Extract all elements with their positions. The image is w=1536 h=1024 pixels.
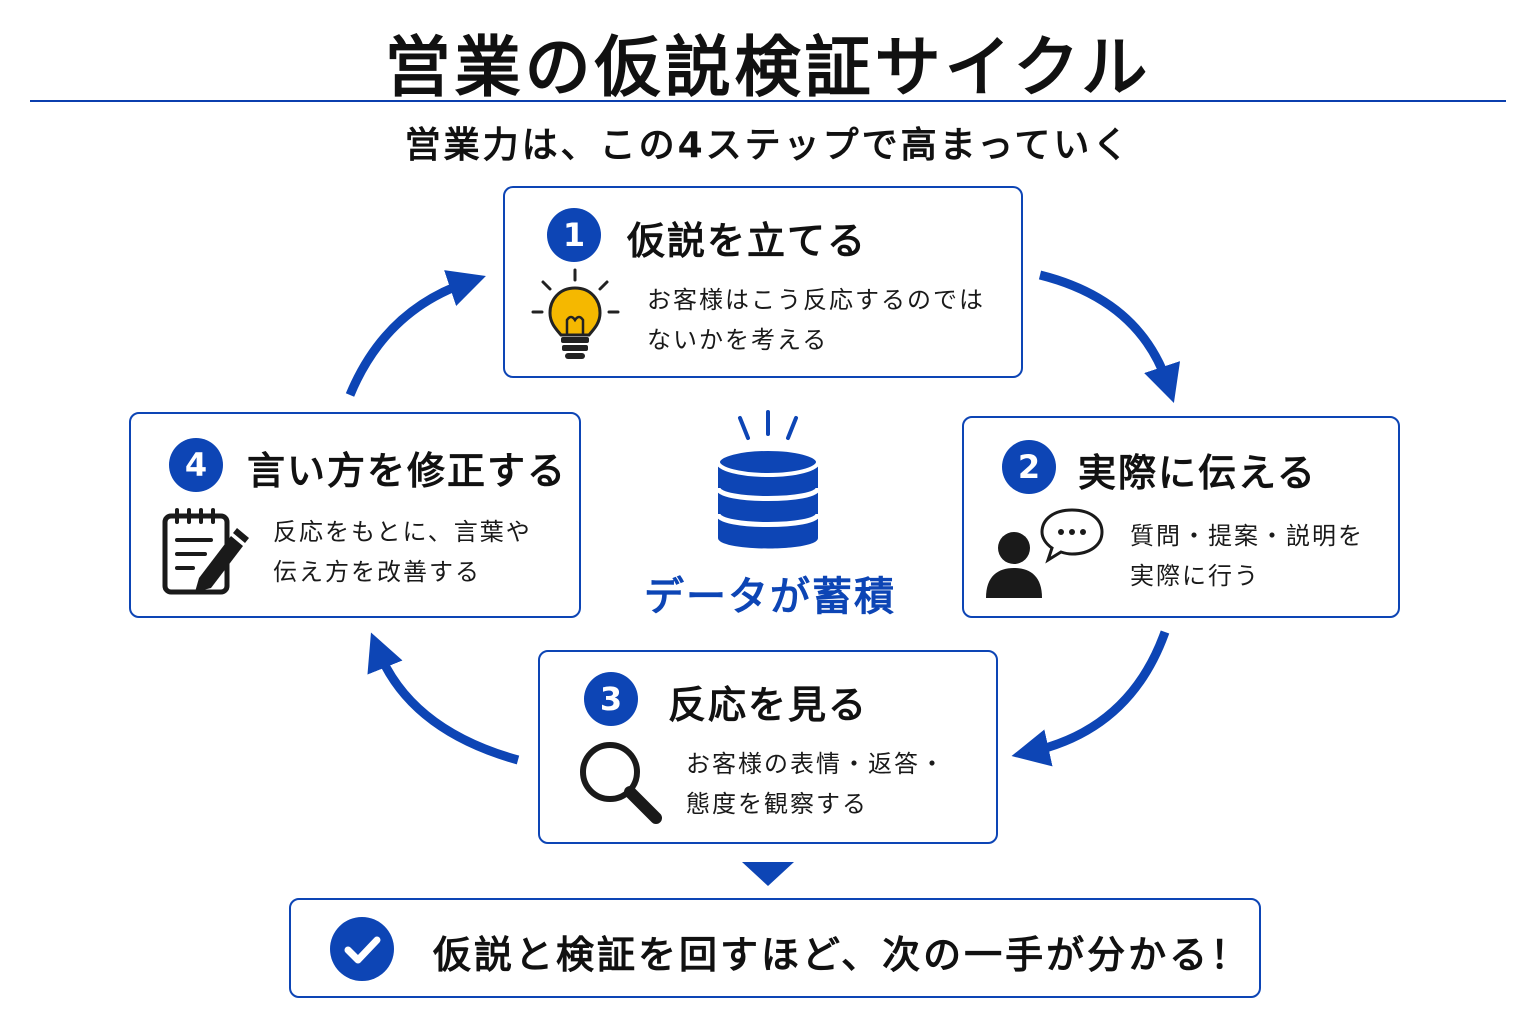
step-1-description: お客様はこう反応するのでは ないかを考える: [647, 286, 985, 354]
title-divider: [30, 100, 1506, 102]
arrow-3-to-4: [367, 632, 520, 765]
center-label: データが蓄積: [644, 574, 896, 620]
step-4-badge: 4: [169, 438, 223, 492]
conclusion-card: 仮説と検証を回すほど、次の一手が分かる！: [289, 898, 1261, 998]
step-4-description: 反応をもとに、言葉や 伝え方を改善する: [273, 518, 532, 586]
down-arrow-to-conclusion: [742, 862, 794, 886]
conclusion-text: 仮説と検証を回すほど、次の一手が分かる！: [433, 933, 1252, 977]
step-3-title: 反応を見る: [668, 683, 869, 727]
check-circle-icon: [330, 917, 394, 981]
page-title: 営業の仮説検証サイクル: [384, 29, 1152, 106]
arrow-1-to-2: [1038, 270, 1181, 403]
step-4-title: 言い方を修正する: [247, 449, 568, 493]
step-1-badge: 1: [547, 208, 601, 262]
person-speech-icon: [986, 508, 1104, 598]
step-1-title: 仮説を立てる: [627, 219, 868, 263]
step-3-badge: 3: [584, 672, 638, 726]
step-2-description: 質問・提案・説明を 実際に行う: [1130, 522, 1364, 590]
step-3-description: お客様の表情・返答・ 態度を観察する: [686, 750, 946, 818]
step-2-badge: 2: [1002, 440, 1056, 494]
arrow-4-to-1: [345, 270, 486, 397]
step-1-card: 1 仮説を立てる お客様はこう反応するのでは ないかを考える: [503, 186, 1023, 378]
step-3-card: 3 反応を見る お客様の表情・返答・ 態度を観察する: [538, 650, 998, 844]
arrow-2-to-3: [1011, 630, 1170, 767]
step-4-card: 4 言い方を修正する 反応をもとに、言葉や 伝え方を改善する: [129, 412, 581, 618]
database-icon: [715, 410, 821, 549]
notepad-pencil-icon: [162, 508, 249, 595]
magnifier-icon: [580, 742, 662, 824]
lightbulb-icon: [531, 268, 620, 359]
step-2-title: 実際に伝える: [1078, 451, 1317, 495]
page-subtitle: 営業力は、この4ステップで高まっていく: [404, 125, 1132, 166]
step-2-card: 2 実際に伝える 質問・提案・説明を 実際に行う: [962, 416, 1400, 618]
